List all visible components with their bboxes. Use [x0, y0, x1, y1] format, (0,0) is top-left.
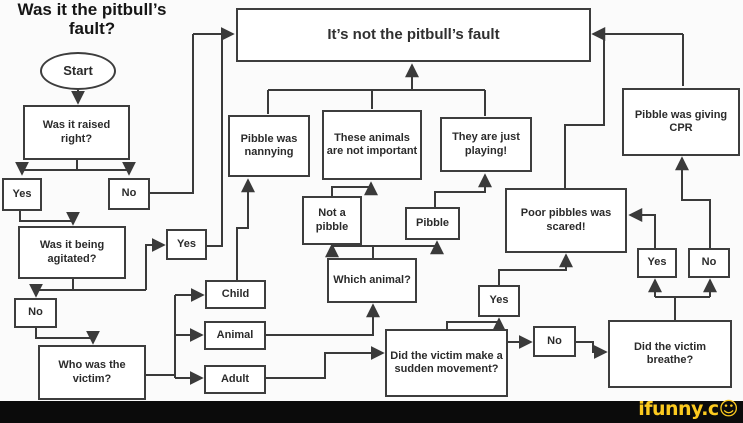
node-pibble-was-giving-cpr: Pibble was giving CPR [622, 88, 740, 156]
node-yes-sudden-movement: Yes [478, 285, 520, 317]
node-yes-raised-right: Yes [2, 178, 42, 211]
meme-title: Was it the pitbull’s fault? [17, 0, 167, 39]
node-was-it-raised-right: Was it raised right? [23, 105, 130, 160]
node-they-are-just-playing: They are just playing! [440, 117, 532, 172]
node-child: Child [205, 280, 266, 309]
node-no-agitated: No [14, 298, 57, 328]
node-sudden-movement: Did the victim make a sudden movement? [385, 329, 508, 397]
node-animal: Animal [204, 321, 266, 350]
node-was-it-being-agitated: Was it being agitated? [18, 226, 126, 279]
node-who-was-the-victim: Who was the victim? [38, 345, 146, 400]
node-adult: Adult [204, 365, 266, 394]
node-yes-breathe: Yes [637, 248, 677, 278]
node-not-the-pitbulls-fault: It’s not the pitbull’s fault [236, 8, 591, 62]
node-these-animals-not-important: These animals are not important [322, 110, 422, 180]
ifunny-watermark: ifunny.c☺ [638, 398, 738, 420]
node-no-raised-right: No [108, 178, 150, 210]
ifunny-watermark-text: ifunny.c [638, 398, 719, 420]
node-start: Start [40, 52, 116, 90]
node-pibble-was-nannying: Pibble was nannying [228, 115, 310, 177]
node-did-the-victim-breathe: Did the victim breathe? [608, 320, 732, 388]
node-yes-agitated: Yes [166, 229, 207, 260]
node-no-sudden-movement: No [533, 326, 576, 357]
node-which-animal: Which animal? [327, 258, 417, 303]
node-no-breathe: No [688, 248, 730, 278]
node-poor-pibbles-was-scared: Poor pibbles was scared! [505, 188, 627, 253]
ifunny-smiley-icon: ☺ [718, 398, 739, 420]
bottom-black-bar: ifunny.c☺ [0, 398, 743, 423]
node-not-a-pibble: Not a pibble [302, 196, 362, 245]
node-pibble: Pibble [405, 207, 460, 240]
